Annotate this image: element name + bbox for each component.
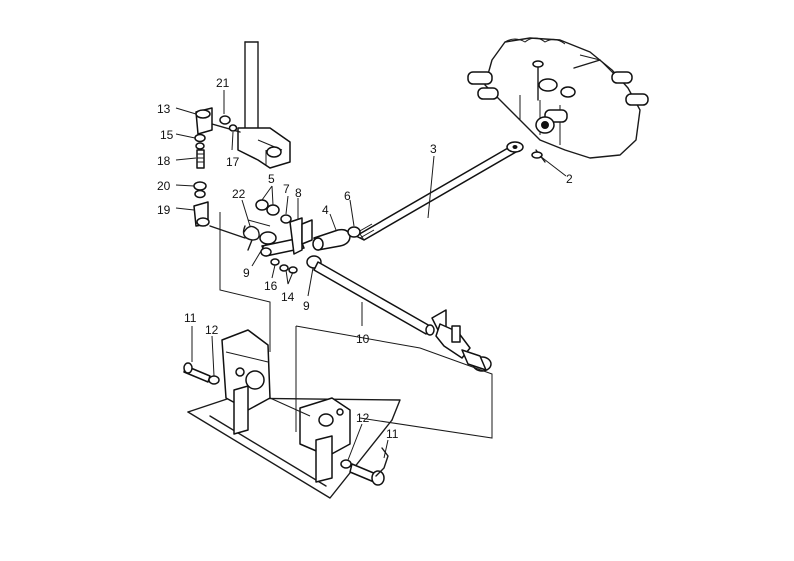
left-linkage	[193, 107, 246, 239]
callout-18: 18	[157, 154, 171, 168]
callout-22: 22	[232, 187, 246, 201]
callout-2: 2	[566, 172, 573, 186]
callout-15: 15	[160, 128, 174, 142]
callout-9-left: 9	[243, 266, 250, 280]
callout-7: 7	[283, 182, 290, 196]
callout-16: 16	[264, 279, 278, 293]
callout-11-left: 11	[184, 311, 197, 325]
callout-10: 10	[356, 332, 370, 346]
control-valve-assembly	[467, 37, 649, 163]
callout-19: 19	[157, 203, 171, 217]
base-plate-assembly	[183, 329, 401, 499]
callout-11-right: 11	[386, 427, 399, 441]
callout-5: 5	[268, 172, 275, 186]
center-linkage	[242, 199, 361, 274]
rod-3	[355, 141, 524, 241]
callout-17: 17	[226, 155, 240, 169]
callout-14: 14	[281, 290, 295, 304]
upper-lever	[204, 41, 291, 169]
callout-9-right: 9	[303, 299, 310, 313]
callout-20: 20	[157, 179, 171, 193]
rod-10	[313, 261, 492, 372]
callout-8: 8	[295, 186, 302, 200]
callout-12-right: 12	[356, 411, 370, 425]
callout-4: 4	[322, 203, 329, 217]
callout-labels: 2 3 4 5 6 7 8 9 9 10 11 11 12 12 13 14 1…	[157, 76, 573, 441]
alignment-lines	[219, 212, 493, 439]
leader-lines	[175, 90, 567, 461]
callout-13: 13	[157, 102, 171, 116]
callout-12-left: 12	[205, 323, 219, 337]
callout-21: 21	[216, 76, 230, 90]
callout-6: 6	[344, 189, 351, 203]
callout-3: 3	[430, 142, 437, 156]
